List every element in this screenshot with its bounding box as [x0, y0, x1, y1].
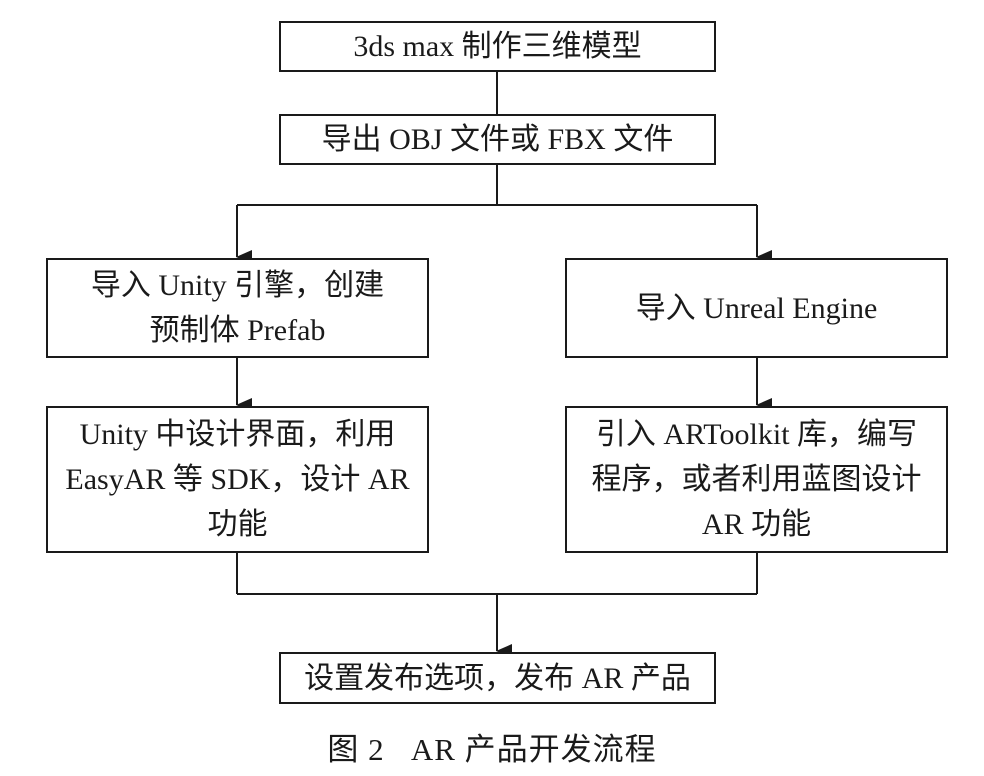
step-label-line: 3ds max 制作三维模型: [353, 30, 642, 63]
step-label-line: Unity 中设计界面，利用: [79, 418, 396, 451]
step-create-3d-model: 3ds max 制作三维模型: [279, 21, 716, 72]
step-label-line: EasyAR 等 SDK，设计 AR: [65, 463, 410, 496]
step-label-line: 导入 Unreal Engine: [635, 291, 878, 325]
step-export-obj-fbx: 导出 OBJ 文件或 FBX 文件: [279, 114, 716, 165]
step-label-line: AR 功能: [701, 508, 812, 541]
step-label-line: 导入 Unity 引擎，创建: [90, 269, 385, 302]
step-label-line: 功能: [207, 508, 268, 541]
step-unity-design-ar: Unity 中设计界面，利用 EasyAR 等 SDK，设计 AR 功能: [46, 406, 429, 553]
step-import-unity: 导入 Unity 引擎，创建 预制体 Prefab: [46, 258, 429, 358]
step-import-unreal: 导入 Unreal Engine: [565, 258, 948, 358]
step-label-line: 程序，或者利用蓝图设计: [591, 463, 922, 496]
step-label-line: 预制体 Prefab: [149, 314, 326, 347]
step-artoolkit-program: 引入 ARToolkit 库，编写 程序，或者利用蓝图设计 AR 功能: [565, 406, 948, 553]
step-label-line: 设置发布选项，发布 AR 产品: [304, 661, 691, 695]
step-publish-ar-product: 设置发布选项，发布 AR 产品: [279, 652, 716, 704]
step-label-line: 引入 ARToolkit 库，编写: [595, 418, 918, 451]
figure-caption: 图 2 AR 产品开发流程: [327, 732, 657, 767]
step-label-line: 导出 OBJ 文件或 FBX 文件: [321, 123, 674, 156]
